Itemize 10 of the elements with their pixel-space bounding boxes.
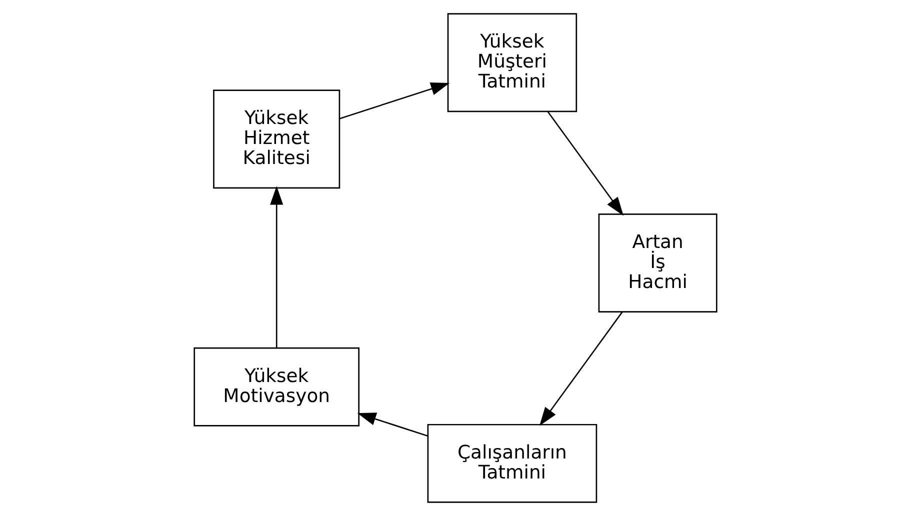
node-box: Yüksek Müşteri Tatmini (446, 13, 577, 112)
node-box: Yüksek Hizmet Kalitesi (212, 90, 340, 189)
arrow (356, 412, 428, 437)
node-box: Çalışanların Tatmini (426, 424, 597, 503)
arrow (546, 111, 623, 216)
arrow (270, 186, 283, 348)
node-box: Artan İş Hacmi (598, 214, 717, 312)
node-box: Yüksek Motivasyon (193, 347, 360, 426)
arrow (538, 312, 622, 426)
arrow (339, 82, 450, 120)
